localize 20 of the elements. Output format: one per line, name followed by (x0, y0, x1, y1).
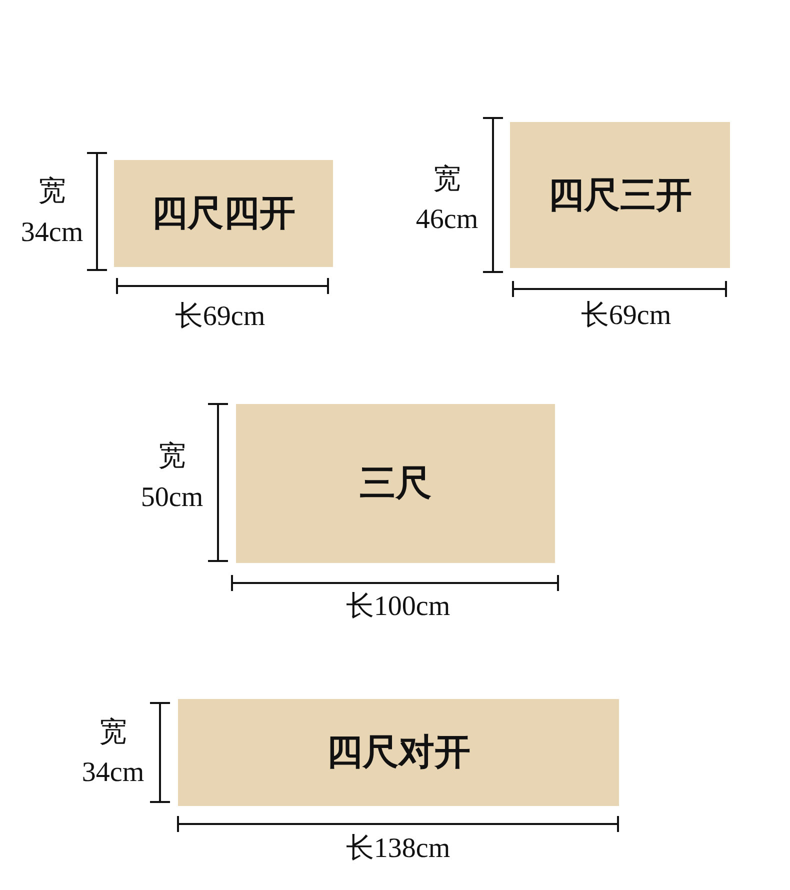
paper-size-box (178, 699, 619, 806)
dimension-label: 长69cm (174, 303, 266, 331)
dimension-label: 长100cm (346, 593, 450, 621)
paper-size-box (114, 160, 333, 267)
dimension-label: 46cm (416, 206, 478, 234)
size-name: 四尺四开 (152, 191, 296, 236)
dimension-label: 宽 (158, 443, 186, 471)
paper-size-box (236, 404, 555, 563)
dimension-label: 50cm (140, 484, 204, 512)
dimension-label: 长69cm (580, 302, 672, 330)
dimension-label: 长138cm (346, 835, 450, 863)
size-name: 三尺 (360, 461, 432, 506)
dimension-label: 34cm (20, 219, 84, 247)
dimension-label: 宽 (99, 719, 127, 747)
size-name: 四尺对开 (326, 730, 470, 775)
size-name: 四尺三开 (548, 172, 692, 218)
paper-size-box (510, 122, 730, 268)
dimension-label: 宽 (38, 178, 66, 206)
dimension-label: 34cm (82, 759, 144, 787)
dimension-label: 宽 (433, 166, 461, 194)
